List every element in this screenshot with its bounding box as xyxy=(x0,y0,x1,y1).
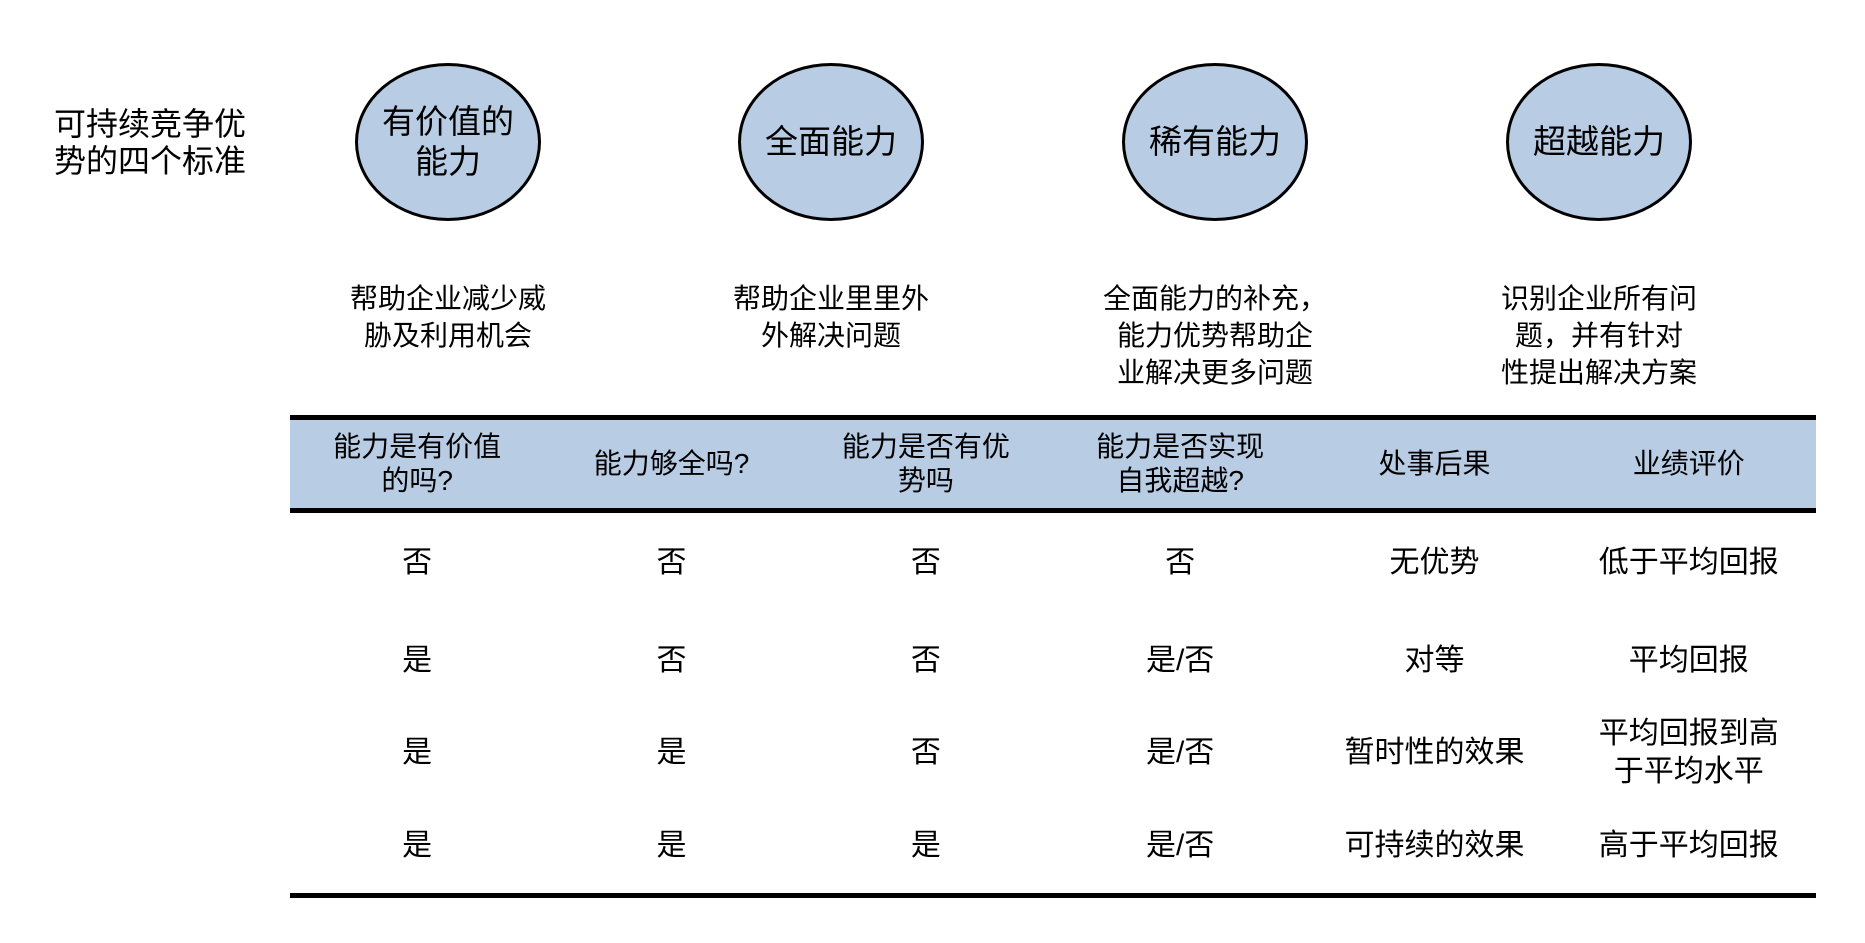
table-cell: 是 xyxy=(402,643,433,677)
diagram-title: 可持续竞争优 势的四个标准 xyxy=(53,106,246,179)
table-header-cell: 能力是否有优 势吗 xyxy=(841,431,1010,496)
criterion-description-valuable: 帮助企业减少威 胁及利用机会 xyxy=(349,283,546,351)
criterion-description-surpassing: 识别企业所有问 题，并有针对 性提出解决方案 xyxy=(1500,283,1697,388)
table-cell: 否 xyxy=(910,546,941,579)
table-cell: 是 xyxy=(402,736,433,769)
criterion-circle-label: 全面能力 xyxy=(765,123,897,160)
criteria-table: 能力是有价值 的吗? 能力够全吗? 能力是否有优 势吗 能力是否实现 自我超越?… xyxy=(290,415,1816,898)
table-cell: 是 xyxy=(656,828,687,862)
table-cell: 平均回报 xyxy=(1628,643,1749,677)
table-cell: 是/否 xyxy=(1145,643,1215,677)
criterion-circle-label: 超越能力 xyxy=(1533,123,1665,160)
criterion-circle-comprehensive: 全面能力 xyxy=(738,63,924,221)
table-row: 是 是 是 是/否 可持续的效果 高于平均回报 xyxy=(290,798,1816,893)
table-header-cell: 能力是有价值 的吗? xyxy=(333,431,502,496)
table-cell: 否 xyxy=(656,643,687,677)
criterion-circle-label: 有价值的 能力 xyxy=(382,103,514,180)
table-body: 否 否 否 否 无优势 低于平均回报 是 否 否 是/否 对等 平均回报 是 是… xyxy=(290,513,1816,898)
table-row: 否 否 否 否 无优势 低于平均回报 xyxy=(290,513,1816,613)
table-cell: 低于平均回报 xyxy=(1598,546,1779,579)
criterion-description-comprehensive: 帮助企业里里外 外解决问题 xyxy=(732,283,929,351)
table-cell: 是 xyxy=(910,828,941,862)
table-header-cell: 能力是否实现 自我超越? xyxy=(1096,431,1265,496)
criterion-description-rare: 全面能力的补充， 能力优势帮助企 业解决更多问题 xyxy=(1102,283,1327,388)
table-cell: 否 xyxy=(402,546,433,579)
table-row: 是 是 否 是/否 暂时性的效果 平均回报到高 于平均水平 xyxy=(290,708,1816,798)
table-header-cell: 能力够全吗? xyxy=(593,448,750,479)
table-cell: 否 xyxy=(1165,546,1196,579)
table-cell: 平均回报到高 于平均水平 xyxy=(1598,717,1779,788)
table-cell: 否 xyxy=(910,643,941,677)
criterion-circle-valuable: 有价值的 能力 xyxy=(355,63,541,221)
table-cell: 否 xyxy=(910,736,941,769)
table-row: 是 否 否 是/否 对等 平均回报 xyxy=(290,613,1816,708)
table-cell: 暂时性的效果 xyxy=(1344,736,1525,769)
table-cell: 可持续的效果 xyxy=(1344,828,1525,862)
criterion-circle-rare: 稀有能力 xyxy=(1122,63,1308,221)
table-cell: 对等 xyxy=(1404,643,1465,677)
table-header-cell: 处事后果 xyxy=(1378,448,1491,479)
table-cell: 高于平均回报 xyxy=(1598,828,1779,862)
table-cell: 是/否 xyxy=(1145,828,1215,862)
table-cell: 否 xyxy=(656,546,687,579)
table-cell: 无优势 xyxy=(1389,546,1480,579)
table-cell: 是/否 xyxy=(1145,736,1215,769)
criterion-circle-label: 稀有能力 xyxy=(1149,123,1281,160)
table-header-cell: 业绩评价 xyxy=(1632,448,1745,479)
criterion-circle-surpassing: 超越能力 xyxy=(1506,63,1692,221)
table-cell: 是 xyxy=(656,736,687,769)
table-header-row: 能力是有价值 的吗? 能力够全吗? 能力是否有优 势吗 能力是否实现 自我超越?… xyxy=(290,415,1816,513)
table-cell: 是 xyxy=(402,828,433,862)
